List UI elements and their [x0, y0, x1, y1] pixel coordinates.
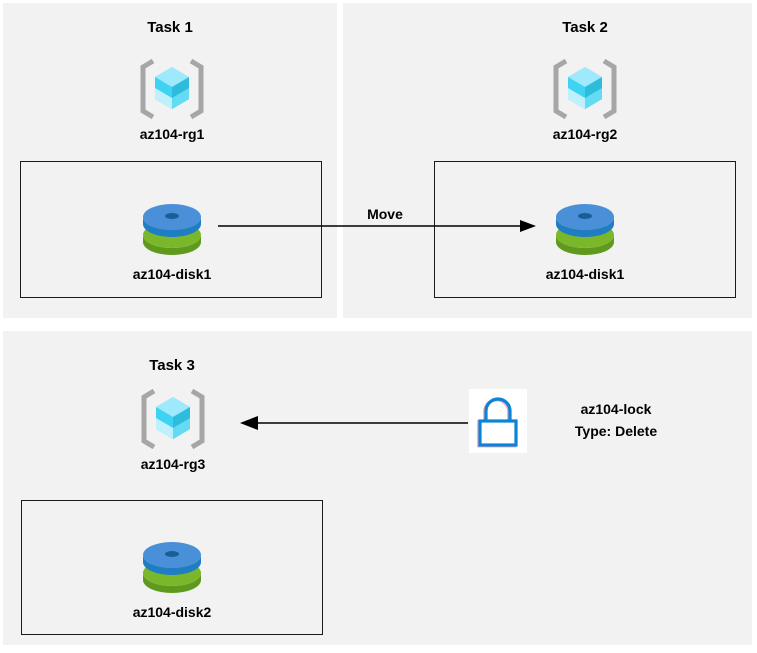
task-1-title: Task 1	[147, 19, 193, 36]
lock-name: az104-lock	[580, 401, 652, 417]
task-2-resource-label: az104-disk1	[545, 266, 625, 282]
task-2-title: Task 2	[562, 19, 608, 36]
task-1-resource-group-label: az104-rg1	[139, 126, 205, 142]
task-2-resource-box	[434, 161, 736, 298]
azure-resource-group-icon	[552, 58, 618, 120]
task-3-resource-label: az104-disk2	[132, 604, 212, 620]
task-2-resource-group-label: az104-rg2	[552, 126, 618, 142]
move-arrow	[218, 215, 538, 237]
move-label: Move	[367, 206, 403, 222]
task-1-resource-label: az104-disk1	[132, 266, 212, 282]
lock-text-block: az104-lock Type: Delete	[536, 398, 696, 442]
azure-resource-group-icon	[139, 58, 205, 120]
lock-type: Type: Delete	[574, 423, 658, 439]
padlock-icon	[469, 389, 527, 453]
azure-disk-icon	[139, 197, 205, 257]
azure-disk-icon	[139, 535, 205, 595]
lock-apply-arrow	[240, 412, 468, 434]
azure-disk-icon	[552, 197, 618, 257]
azure-resource-group-icon	[140, 388, 206, 450]
task-3-title: Task 3	[149, 357, 195, 374]
task-3-resource-group-label: az104-rg3	[140, 456, 206, 472]
